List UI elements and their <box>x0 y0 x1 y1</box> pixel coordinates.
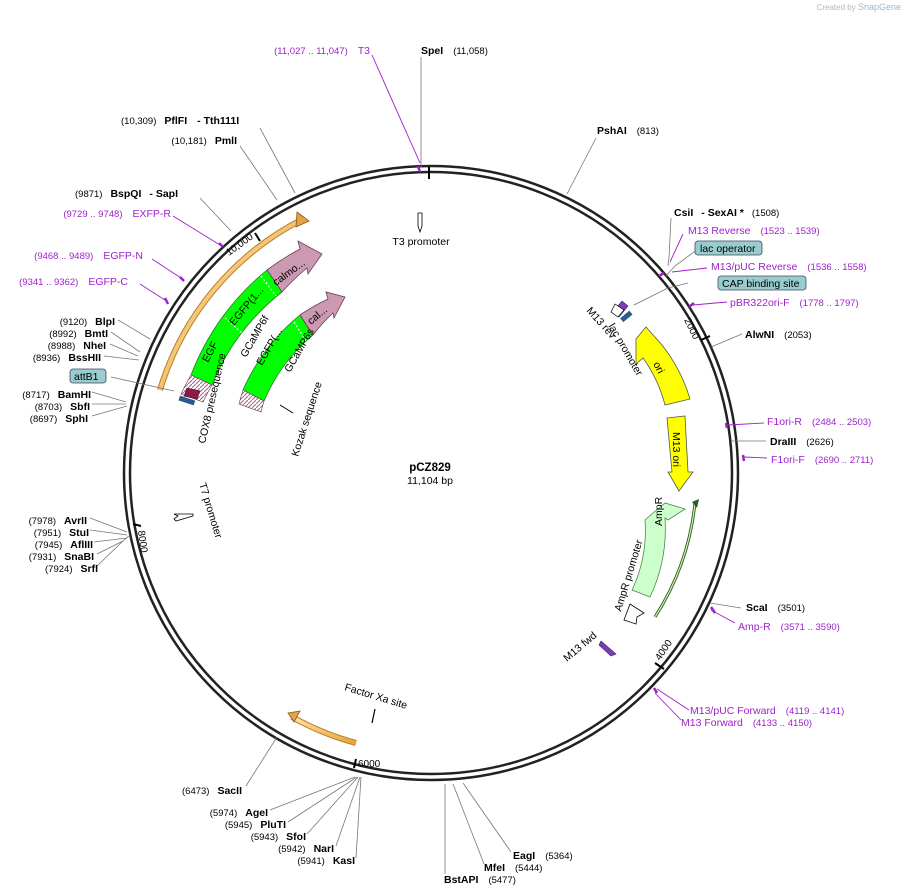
primer-ticks <box>163 165 746 694</box>
primer-label-egfp-n: (9468 .. 9489)EGFP-N <box>34 250 143 262</box>
boxed-label-attb1: attB1 <box>69 368 107 384</box>
backbone-outer <box>122 164 740 782</box>
enzyme-label-mfei: MfeI(5444) <box>484 862 542 874</box>
enzyme-label-blpi: (9120)BlpI <box>60 316 115 328</box>
m13-fwd-arrow <box>598 640 617 657</box>
primer-label-f1ori-r: F1ori-R(2484 .. 2503) <box>767 416 871 428</box>
backbone-inner <box>128 170 734 776</box>
enzyme-label-pmli: (10,181)PmlI <box>171 135 237 147</box>
primer-label-m13-puc-forward: M13/pUC Forward(4119 .. 4141) <box>690 705 844 717</box>
boxed-label-lac-operator: lac operator <box>694 240 763 256</box>
gcamp6f-calmodulin-segment <box>266 240 323 293</box>
plasmid-name: pCZ829 <box>409 462 451 474</box>
m13-fwd-label: M13 fwd <box>561 629 599 664</box>
svg-text:CAP binding site: CAP binding site <box>722 278 800 290</box>
enzyme-label-bamhi: (8717)BamHI <box>22 389 91 401</box>
enzyme-label-bsshii: (8936)BssHII <box>33 352 101 364</box>
tick-8000: 8000 <box>135 530 149 554</box>
svg-text:lac operator: lac operator <box>700 243 756 255</box>
cox8-presequence-arrow <box>183 387 201 400</box>
enzyme-label-avrii: (7978)AvrII <box>29 515 88 527</box>
m13-ori-label: M13 ori <box>670 432 682 467</box>
svg-text:attB1: attB1 <box>74 371 99 383</box>
m13-ori-arrow <box>666 415 694 492</box>
ori-label: ori <box>650 360 666 376</box>
attb1-marker <box>178 395 196 406</box>
ori-arrow <box>635 326 691 406</box>
snapgene-logo: SnapGene <box>857 2 901 12</box>
primer-label-amp-r: Amp-R(3571 .. 3590) <box>738 621 840 633</box>
enzyme-label-kasi: (5941)KasI <box>297 855 355 867</box>
primer-label-egfp-c: (9341 .. 9362)EGFP-C <box>19 276 128 288</box>
enzyme-label-sbfi: (8703)SbfI <box>35 401 90 413</box>
enzyme-label-pflfi: (10,309)PflFI- Tth111I <box>121 115 239 127</box>
tick-6000: 6000 <box>358 759 381 770</box>
credit-prefix: Created by <box>816 3 856 12</box>
enzyme-label-srfi: (7924)SrfI <box>45 563 98 575</box>
enzyme-label-pshai: PshAI(813) <box>597 125 659 137</box>
t7-promoter-label: T7 promoter <box>196 481 224 540</box>
t3-promoter-arrow <box>417 212 423 234</box>
tick-4000: 4000 <box>653 638 675 663</box>
ampr-label: AmpR <box>653 496 665 526</box>
kozak-label: Kozak sequence <box>289 380 324 458</box>
enzyme-label-sphi: (8697)SphI <box>30 413 88 425</box>
primer-label-exfp-r: (9729 .. 9748)EXFP-R <box>63 208 171 220</box>
enzyme-label-sfoi: (5943)SfoI <box>251 831 306 843</box>
orange-arc-left-head <box>295 211 310 228</box>
enzyme-label-eagi: EagI(5364) <box>513 850 573 862</box>
enzyme-label-nari: (5942)NarI <box>278 843 334 855</box>
kozak-marker <box>279 404 294 414</box>
gcamp6s-calmodulin-segment <box>299 291 346 336</box>
primer-label-m13-reverse: M13 Reverse(1523 .. 1539) <box>688 225 820 237</box>
t3-promoter-label: T3 promoter <box>392 236 450 248</box>
factor-xa-marker <box>371 708 376 724</box>
primer-label-t3: (11,027 .. 11,047)T3 <box>274 45 370 57</box>
enzyme-label-scai: ScaI(3501) <box>746 602 805 614</box>
lac-promoter-arrow <box>610 303 625 318</box>
enzyme-label-nhei: (8988)NheI <box>48 340 106 352</box>
enzyme-label-spei: SpeI(11,058) <box>421 45 488 57</box>
primer-label-m13-forward: M13 Forward(4133 .. 4150) <box>681 717 812 729</box>
leader-lines <box>89 57 766 874</box>
ampr-promoter-arrow <box>623 603 645 625</box>
primer-label-m13-puc-reverse: M13/pUC Reverse(1536 .. 1558) <box>711 261 867 273</box>
primer-label-pbr322ori-f: pBR322ori-F(1778 .. 1797) <box>730 297 859 309</box>
enzyme-label-sapi: (9871)BspQI- SapI <box>75 188 178 200</box>
tick-marks <box>132 167 711 769</box>
t7-promoter-arrow <box>173 513 194 522</box>
enzyme-label-agei: (5974)AgeI <box>210 807 268 819</box>
enzyme-label-csii: CsiI- SexAI *(1508) <box>674 207 779 219</box>
enzyme-label-snabi: (7931)SnaBI <box>29 551 94 563</box>
enzyme-label-afliii: (7945)AflIII <box>35 539 93 551</box>
enzyme-label-draiii: DraIII(2626) <box>770 436 834 448</box>
snapgene-credit: Created by SnapGene <box>817 2 901 12</box>
primer-label-f1ori-f: F1ori-F(2690 .. 2711) <box>771 454 873 466</box>
enzyme-label-bmti: (8992)BmtI <box>49 328 108 340</box>
plasmid-length: 11,104 bp <box>407 475 453 487</box>
lac-operator-mark <box>620 310 633 323</box>
enzyme-label-pluti: (5945)PluTI <box>225 819 286 831</box>
enzyme-label-sacii: (6473)SacII <box>182 785 242 797</box>
factor-xa-label: Factor Xa site <box>343 681 409 711</box>
enzyme-label-bstapi: BstAPI(5477) <box>444 874 516 886</box>
primer-leader-lines <box>139 54 768 721</box>
ampr-arrow <box>631 502 686 598</box>
enzyme-label-alwni: AlwNI(2053) <box>745 329 812 341</box>
enzyme-label-stui: (7951)StuI <box>34 527 89 539</box>
boxed-label-cap-binding-site: CAP binding site <box>717 275 807 291</box>
